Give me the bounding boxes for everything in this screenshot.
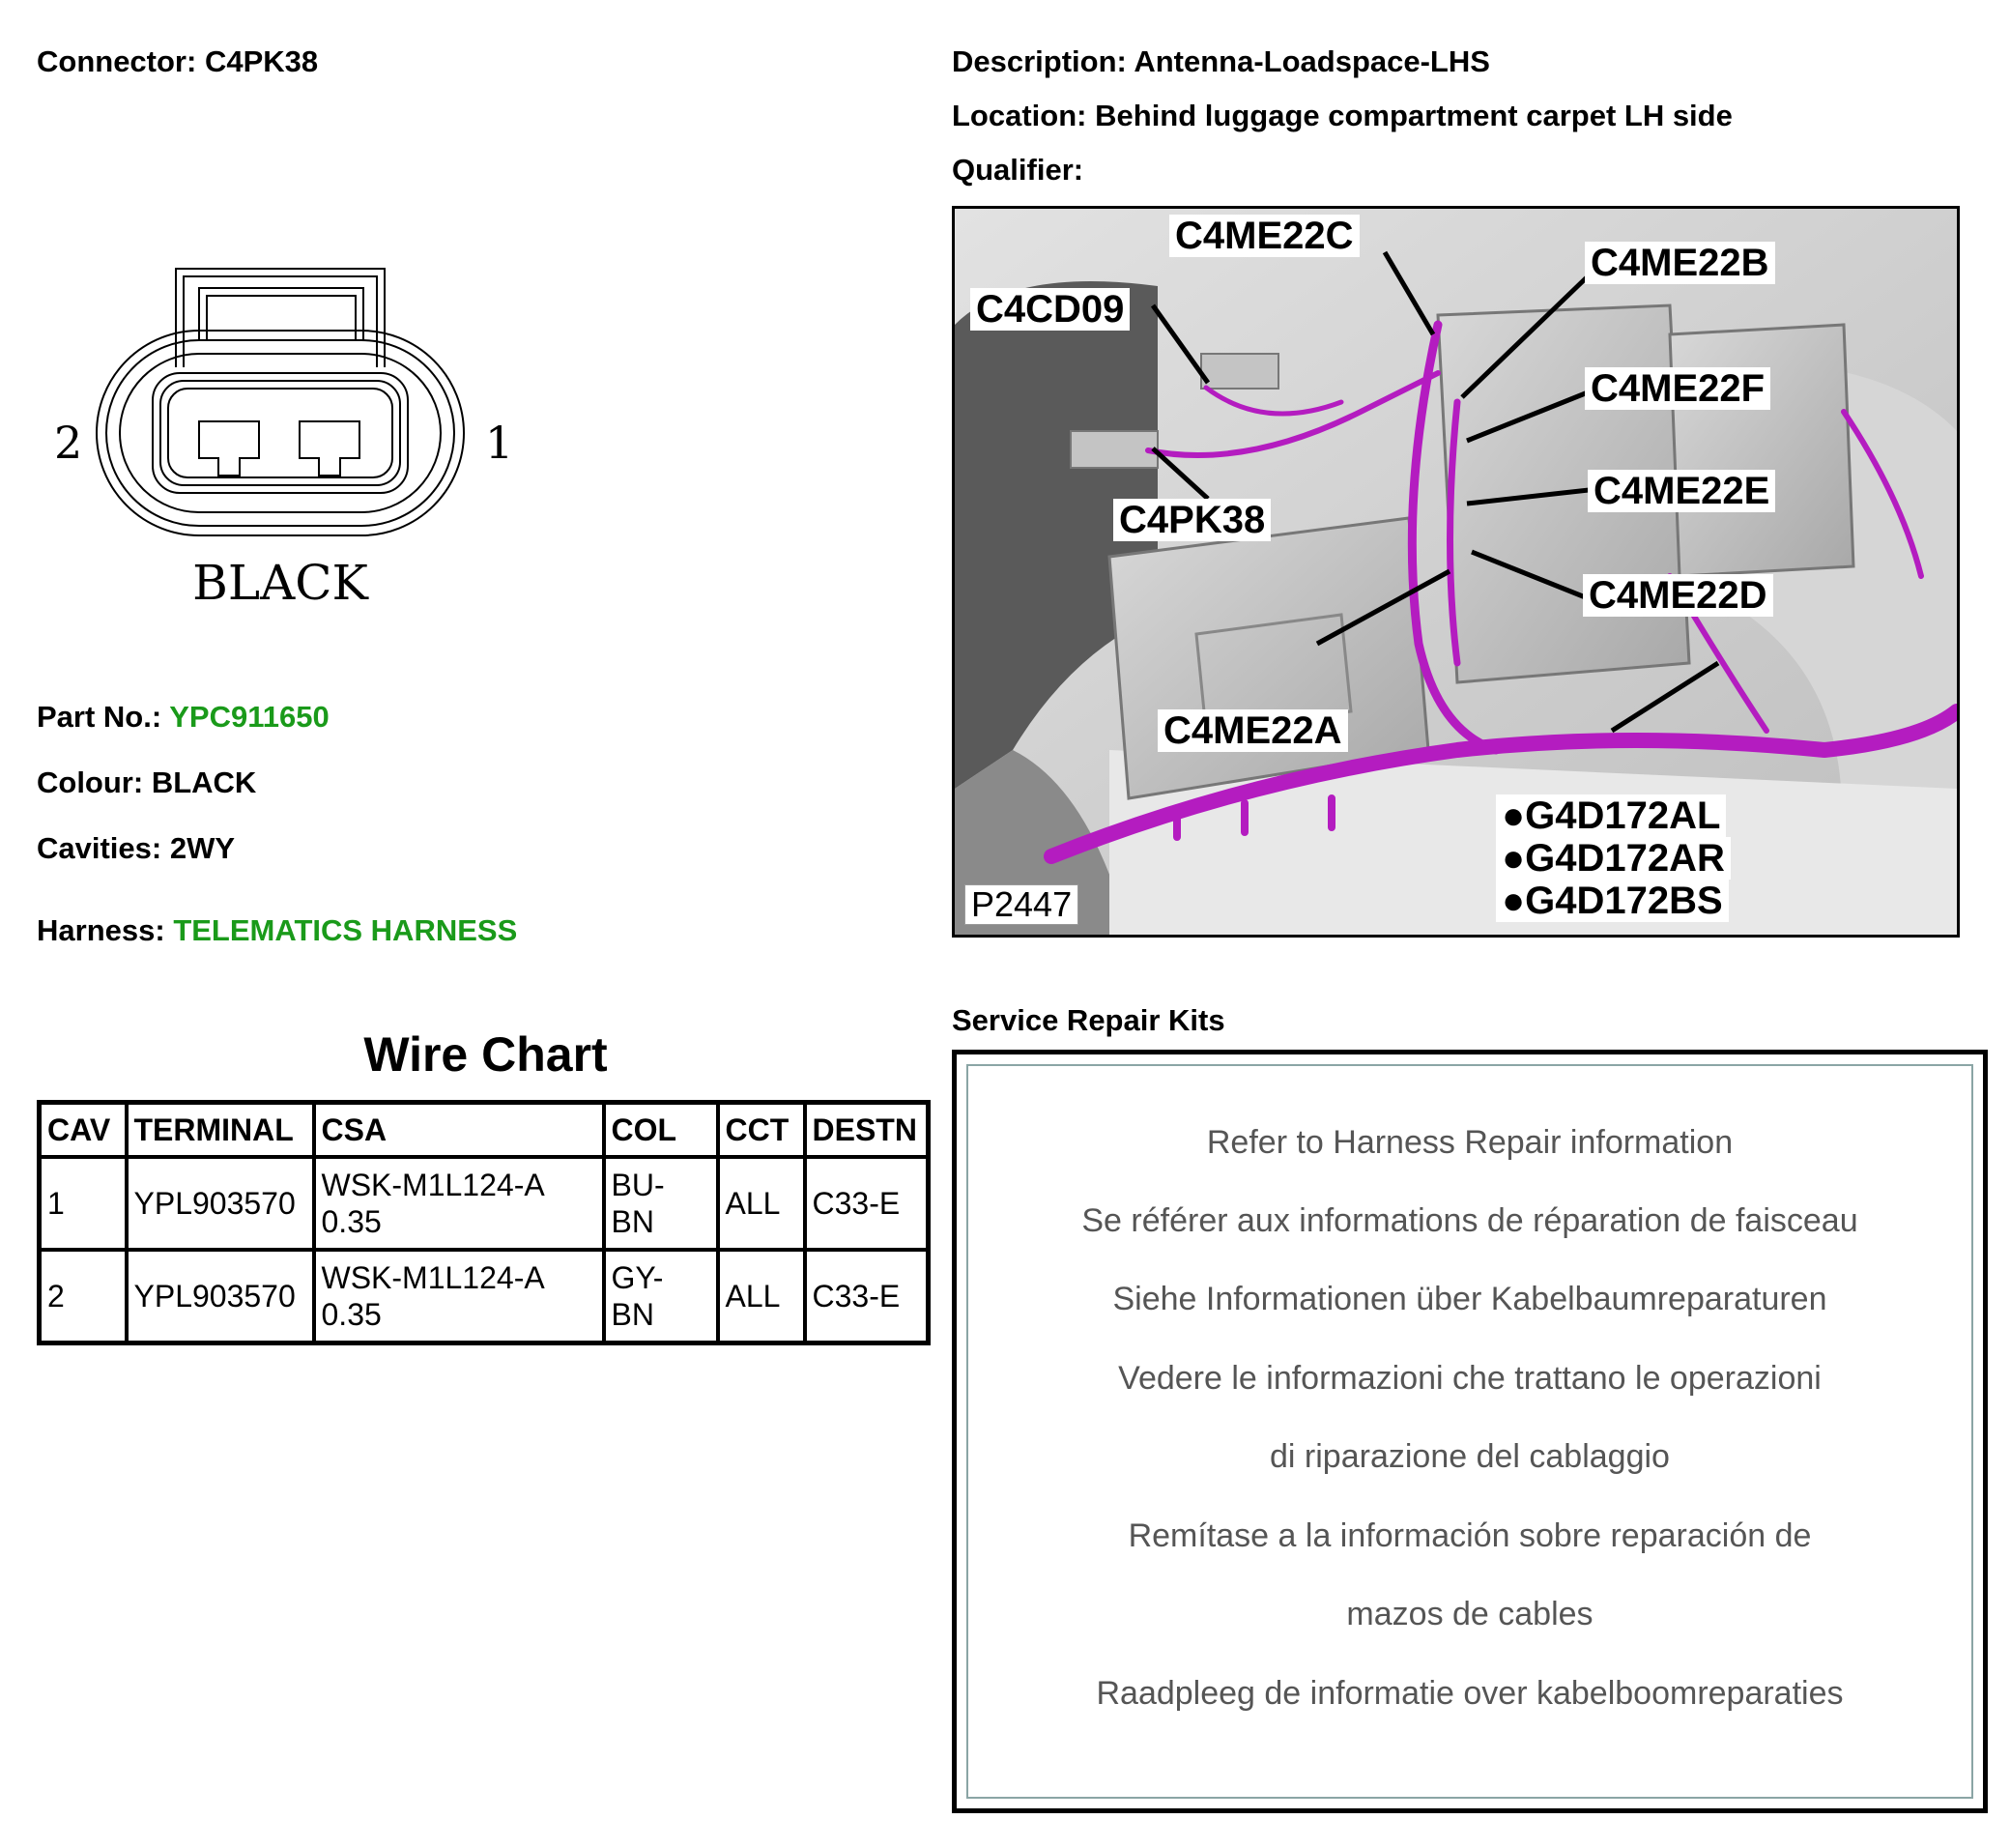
- label-c4me22a: C4ME22A: [1158, 709, 1348, 752]
- connector-label: Connector:: [37, 44, 197, 78]
- figure-id: P2447: [964, 884, 1079, 925]
- cell-destn: C33-E: [802, 1248, 931, 1345]
- colour-label: Colour:: [37, 765, 144, 799]
- kit-line: mazos de cables: [1346, 1596, 1594, 1632]
- connector-face-diagram: 2 1 BLACK: [54, 268, 513, 611]
- col-part-1: BU-: [611, 1168, 665, 1202]
- cell-destn: C33-E: [802, 1155, 931, 1252]
- location-line: Location: Behind luggage compartment car…: [952, 99, 1733, 133]
- header-csa: CSA: [311, 1100, 606, 1159]
- cell-cct: ALL: [715, 1155, 807, 1252]
- service-repair-kits-inner: Refer to Harness Repair information Se r…: [966, 1064, 1973, 1799]
- qualifier-label: Qualifier:: [952, 153, 1084, 187]
- header-cav: CAV: [37, 1100, 129, 1159]
- label-g4d172bs: ●G4D172BS: [1496, 880, 1729, 922]
- location-label: Location:: [952, 99, 1087, 132]
- header-col: COL: [601, 1100, 720, 1159]
- harness-line: Harness: TELEMATICS HARNESS: [37, 913, 517, 948]
- location-photo: C4ME22C C4ME22B C4CD09 C4ME22F C4ME22E C…: [952, 206, 1960, 938]
- csa-size: 0.35: [321, 1297, 382, 1332]
- kit-line: Raadpleeg de informatie over kabelboomre…: [1096, 1675, 1844, 1712]
- cavities-line: Cavities: 2WY: [37, 831, 235, 866]
- kit-line: Refer to Harness Repair information: [1206, 1124, 1734, 1161]
- wire-chart-title: Wire Chart: [363, 1027, 608, 1082]
- label-c4me22d: C4ME22D: [1583, 574, 1773, 617]
- cavities-value: 2WY: [169, 831, 236, 865]
- cell-cav: 1: [37, 1155, 129, 1252]
- cell-col: GY-BN: [601, 1248, 720, 1345]
- csa-size: 0.35: [321, 1204, 382, 1239]
- pin-2-label: 2: [54, 417, 82, 469]
- label-c4me22e: C4ME22E: [1588, 470, 1776, 512]
- qualifier-line: Qualifier:: [952, 153, 1083, 188]
- header-cct: CCT: [715, 1100, 807, 1159]
- header-terminal: TERMINAL: [124, 1100, 316, 1159]
- cell-cav: 2: [37, 1248, 129, 1345]
- colour-line: Colour: BLACK: [37, 765, 256, 800]
- label-c4me22b: C4ME22B: [1585, 242, 1775, 284]
- label-g4d172ar: ●G4D172AR: [1496, 837, 1731, 880]
- col-part-1: GY-: [611, 1260, 664, 1295]
- kit-line: Se référer aux informations de réparatio…: [1081, 1202, 1858, 1239]
- cell-terminal: YPL903570: [124, 1155, 316, 1252]
- harness-label: Harness:: [37, 913, 165, 947]
- kit-line: Remítase a la información sobre reparaci…: [1128, 1517, 1812, 1554]
- description-value: Antenna-Loadspace-LHS: [1134, 44, 1490, 78]
- label-c4cd09: C4CD09: [970, 288, 1131, 331]
- cell-cct: ALL: [715, 1248, 807, 1345]
- part-number-label: Part No.:: [37, 700, 162, 734]
- connector-id: C4PK38: [204, 44, 319, 78]
- kit-line: Siehe Informationen über Kabelbaumrepara…: [1112, 1281, 1827, 1317]
- csa-spec: WSK-M1L124-A: [321, 1168, 545, 1202]
- connector-heading: Connector: C4PK38: [37, 44, 318, 79]
- cell-terminal: YPL903570: [124, 1248, 316, 1345]
- label-c4me22c: C4ME22C: [1169, 215, 1360, 257]
- label-c4pk38: C4PK38: [1113, 499, 1272, 541]
- cell-col: BU-BN: [601, 1155, 720, 1252]
- col-part-2: BN: [611, 1204, 654, 1239]
- harness-link[interactable]: TELEMATICS HARNESS: [173, 913, 518, 947]
- description-label: Description:: [952, 44, 1127, 78]
- pin-1-label: 1: [485, 417, 513, 469]
- description-line: Description: Antenna-Loadspace-LHS: [952, 44, 1490, 79]
- label-c4me22f: C4ME22F: [1585, 367, 1771, 410]
- kit-line: Vedere le informazioni che trattano le o…: [1118, 1360, 1822, 1397]
- csa-spec: WSK-M1L124-A: [321, 1260, 545, 1295]
- service-repair-kits-box: Refer to Harness Repair information Se r…: [952, 1050, 1988, 1813]
- part-number-link[interactable]: YPC911650: [169, 700, 330, 734]
- wire-chart-table: CAV TERMINAL CSA COL CCT DESTN 1 YPL9035…: [37, 1100, 931, 1345]
- cavities-label: Cavities:: [37, 831, 162, 865]
- colour-value: BLACK: [151, 765, 257, 799]
- location-value: Behind luggage compartment carpet LH sid…: [1095, 99, 1733, 132]
- service-repair-kits-title: Service Repair Kits: [952, 1003, 1225, 1037]
- header-destn: DESTN: [802, 1100, 931, 1159]
- label-g4d172al: ●G4D172AL: [1496, 794, 1727, 837]
- col-part-2: BN: [611, 1297, 654, 1332]
- part-number-line: Part No.: YPC911650: [37, 700, 330, 735]
- wire-chart-header-row: CAV TERMINAL CSA COL CCT DESTN: [37, 1100, 931, 1159]
- kit-line: di riparazione del cablaggio: [1270, 1438, 1670, 1475]
- connector-colour-caption: BLACK: [192, 555, 369, 611]
